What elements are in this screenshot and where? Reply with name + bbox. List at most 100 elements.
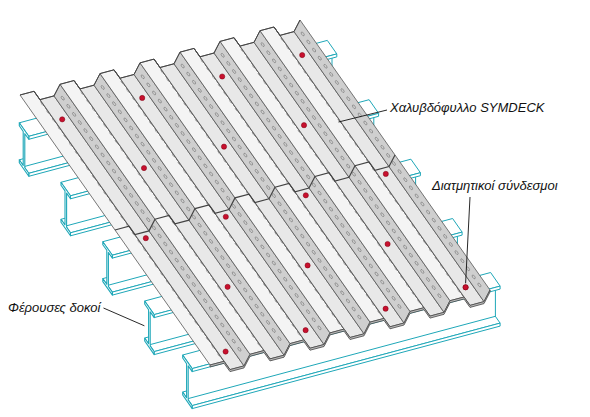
embossment	[266, 50, 270, 55]
embossment	[312, 115, 316, 120]
embossment	[192, 147, 196, 152]
embossment	[335, 80, 339, 85]
embossment	[278, 134, 282, 139]
deck-edge	[210, 290, 490, 372]
embossment	[169, 182, 173, 187]
embossment	[426, 277, 430, 282]
shear-connector	[225, 284, 230, 289]
embossment	[352, 239, 356, 244]
embossment	[277, 336, 281, 341]
embossment	[352, 172, 356, 177]
embossment	[295, 158, 299, 163]
embossment	[220, 188, 224, 193]
embossment	[301, 31, 305, 36]
embossment	[106, 161, 110, 166]
embossment	[186, 139, 190, 144]
embossment	[403, 245, 407, 250]
embossment	[203, 231, 207, 236]
beam-section	[145, 301, 155, 355]
embossment	[100, 152, 104, 157]
embossment	[249, 296, 253, 301]
deck-edge	[20, 20, 300, 100]
embossment	[346, 96, 350, 101]
shear-connector	[60, 117, 65, 122]
beam-section	[19, 123, 29, 177]
embossment	[323, 266, 327, 271]
embossment	[232, 271, 236, 276]
embossment	[318, 56, 322, 61]
embossment	[197, 223, 201, 228]
embossment	[437, 293, 441, 298]
shear-connector	[383, 306, 388, 311]
embossment	[283, 209, 287, 214]
embossment	[112, 101, 116, 106]
embossment	[346, 298, 350, 303]
embossment	[300, 301, 304, 306]
embossment	[186, 274, 190, 279]
embossment	[397, 237, 401, 242]
shear-connector	[463, 285, 468, 290]
embossment	[175, 123, 179, 128]
embossment	[89, 136, 93, 141]
embossment	[141, 74, 145, 79]
embossment	[249, 161, 253, 166]
embossment	[237, 212, 241, 217]
embossment	[351, 307, 355, 312]
embossment	[255, 101, 259, 106]
embossment	[198, 155, 202, 160]
embossment	[226, 263, 230, 268]
embossment	[357, 180, 361, 185]
embossment	[101, 85, 105, 90]
embossment	[289, 83, 293, 88]
embossment	[403, 177, 407, 182]
embossment	[220, 255, 224, 260]
embossment	[340, 223, 344, 228]
embossment	[294, 293, 298, 298]
embossment	[443, 234, 447, 239]
embossment	[340, 88, 344, 93]
embossment	[152, 158, 156, 163]
embossment	[123, 117, 127, 122]
embossment	[375, 204, 379, 209]
embossment	[221, 53, 225, 58]
embossment	[289, 217, 293, 222]
embossment	[266, 320, 270, 325]
embossment	[329, 274, 333, 279]
embossment	[432, 218, 436, 223]
embossment	[357, 247, 361, 252]
shear-connector	[463, 285, 468, 290]
embossment	[312, 250, 316, 255]
embossment	[140, 142, 144, 147]
embossment	[460, 258, 464, 263]
embossment	[261, 42, 265, 47]
embossment	[146, 150, 150, 155]
embossment	[386, 153, 390, 158]
embossment	[300, 234, 304, 239]
embossment	[260, 244, 264, 249]
embossment	[266, 185, 270, 190]
shear-connector	[141, 165, 146, 170]
embossment	[249, 228, 253, 233]
embossment	[369, 263, 373, 268]
embossment	[243, 153, 247, 158]
embossment	[278, 66, 282, 71]
embossment	[203, 96, 207, 101]
embossment	[198, 88, 202, 93]
embossment	[197, 290, 201, 295]
embossment	[437, 226, 441, 231]
embossment	[329, 72, 333, 77]
embossment	[283, 277, 287, 282]
embossment	[340, 290, 344, 295]
embossment	[215, 180, 219, 185]
beam-section	[103, 242, 113, 295]
embossment	[260, 177, 264, 182]
leader-line	[339, 110, 388, 122]
embossment	[237, 145, 241, 150]
embossment	[72, 112, 76, 117]
embossment	[369, 129, 373, 134]
embossment	[283, 75, 287, 80]
embossment	[472, 274, 476, 279]
